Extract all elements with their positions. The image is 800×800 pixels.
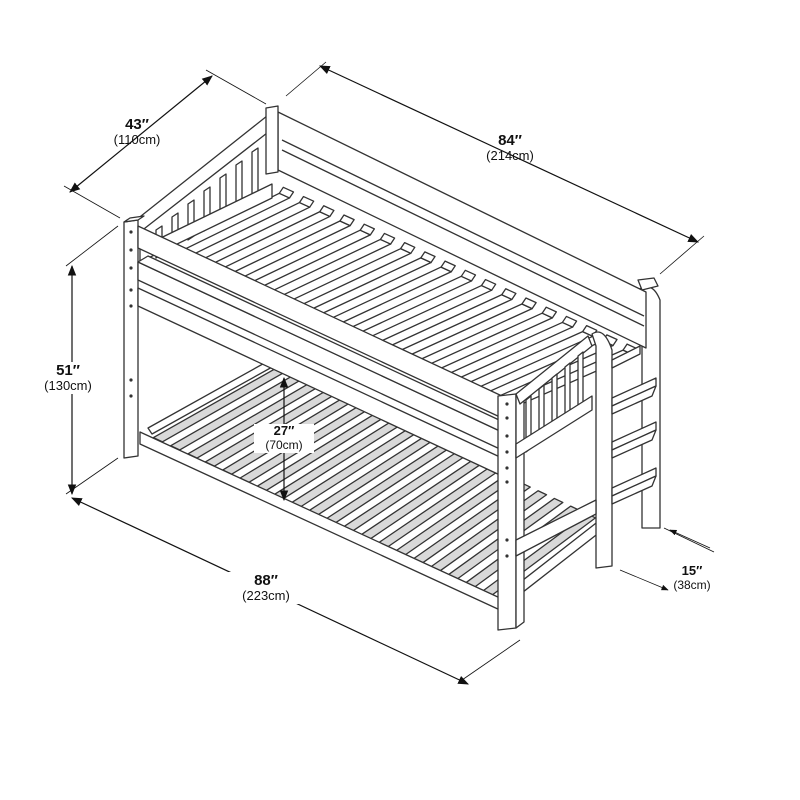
- bolt-hole: [129, 394, 133, 398]
- ladder-step-side: [611, 429, 657, 459]
- bolt-hole: [505, 416, 509, 420]
- ladder-depth-label: 15″ (38cm): [662, 563, 722, 593]
- upper-slat-cap: [541, 306, 558, 319]
- overall-length-extension-line: [461, 639, 521, 681]
- clearance-imperial: 27″: [273, 423, 295, 438]
- ladder-depth-dimension-line: [669, 529, 711, 549]
- bolt-hole: [505, 402, 509, 406]
- ladder-depth-dimension-line: [619, 569, 669, 591]
- height-imperial: 51″: [56, 362, 80, 379]
- width-metric: (110cm): [113, 132, 161, 148]
- bolt-hole: [129, 288, 133, 292]
- width-dimension-line: [69, 75, 213, 193]
- ladder-step-side: [611, 385, 657, 415]
- clearance-label: 27″ (70cm): [254, 423, 314, 453]
- length-imperial: 84″: [498, 132, 522, 149]
- upper-slat-cap: [420, 251, 436, 264]
- upper-slat-cap: [460, 269, 477, 282]
- width-imperial: 43″: [125, 116, 149, 133]
- upper-slat-cap: [298, 195, 315, 208]
- bolt-hole: [129, 304, 133, 308]
- length-label: 84″ (214cm): [470, 132, 550, 164]
- height-label: 51″ (130cm): [30, 362, 106, 395]
- bolt-hole: [505, 434, 509, 438]
- upper-bunk-slats: [156, 186, 638, 416]
- height-metric: (130cm): [44, 378, 92, 394]
- post-bolt-holes: [129, 230, 509, 558]
- upper-slat-cap: [440, 260, 456, 273]
- bolt-hole: [129, 266, 133, 270]
- upper-slat-cap: [521, 297, 537, 310]
- ladder-steps: [611, 345, 657, 505]
- length-extension-line: [659, 235, 705, 275]
- height-extension-line: [65, 457, 119, 495]
- bolt-hole: [129, 230, 133, 234]
- overall-length-imperial: 88″: [254, 572, 278, 589]
- ladder-depth-imperial: 15″: [681, 563, 703, 578]
- upper-slat-cap: [399, 242, 416, 254]
- bolt-hole: [129, 378, 133, 382]
- height-extension-line: [65, 225, 119, 267]
- right-end-guardrail: [515, 335, 593, 405]
- length-metric: (214cm): [486, 148, 534, 164]
- back-left-post: [265, 105, 279, 175]
- ladder-depth-extension-line: [663, 527, 715, 553]
- ladder-depth-metric: (38cm): [673, 577, 711, 592]
- ladder-step-side: [611, 475, 657, 505]
- upper-slat-cap: [278, 186, 295, 199]
- ladder-top-step: [611, 345, 641, 369]
- ladder-front-rail: [591, 331, 613, 569]
- bolt-hole: [505, 466, 509, 470]
- upper-slat-cap: [561, 315, 578, 328]
- front-left-post: [123, 219, 139, 459]
- lower-end-frame: [515, 499, 597, 557]
- bolt-hole: [505, 480, 509, 484]
- bolt-hole: [129, 248, 133, 252]
- back-right-post-cap: [637, 277, 659, 291]
- upper-slat-cap: [501, 288, 517, 301]
- upper-slat-cap: [480, 278, 497, 291]
- bolt-hole: [505, 538, 509, 542]
- width-label: 43″ (110cm): [102, 116, 172, 148]
- width-extension-line: [63, 185, 121, 219]
- front-right-post-side: [515, 389, 525, 629]
- bolt-hole: [505, 450, 509, 454]
- width-extension-line: [205, 69, 267, 105]
- right-end-bottom-rail: [515, 395, 593, 459]
- length-dimension-line: [319, 65, 699, 243]
- front-right-post: [497, 393, 517, 631]
- overall-length-metric: (223cm): [242, 588, 290, 604]
- length-extension-line: [285, 61, 327, 97]
- clearance-metric: (70cm): [265, 437, 303, 452]
- front-left-post-side: [123, 215, 145, 223]
- bolt-hole: [505, 554, 509, 558]
- overall-length-label: 88″ (223cm): [226, 572, 306, 605]
